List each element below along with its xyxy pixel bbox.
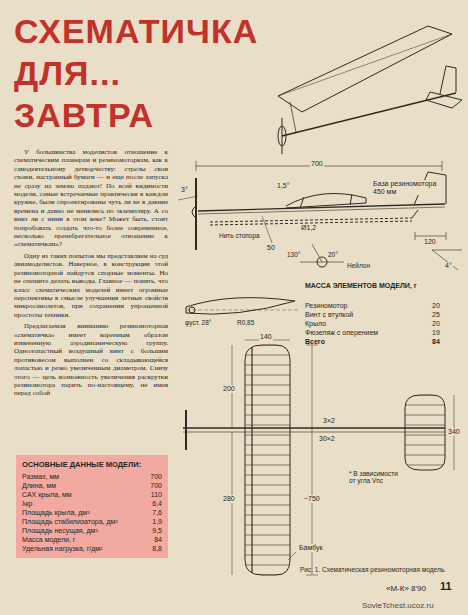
body: Предлагаемая вниманию резиномоторная «сх… xyxy=(14,322,168,398)
page-title: СХЕМАТИЧКА ДЛЯ... ЗАВТРА xyxy=(14,10,264,136)
table-value: 110 xyxy=(147,490,162,499)
table-cell: Длина, мм xyxy=(22,481,56,490)
dimension-label: * В зависимости от угла Vпс xyxy=(348,470,402,484)
mass-item: Крыло xyxy=(305,319,326,328)
dimension-label: 280 xyxy=(222,495,236,503)
mass-value: 25 xyxy=(432,310,440,319)
table-row: λкр 6,4 xyxy=(22,499,162,508)
body: У большинства моделистов отношение к схе… xyxy=(14,148,168,249)
table-value: 1,9 xyxy=(148,517,162,526)
table-row: Размах, мм 700 xyxy=(22,472,162,481)
dimension-label: Нейлон xyxy=(346,262,371,269)
dimension-label: 140 xyxy=(259,333,273,341)
table-cell: Площадь крыла, дм² xyxy=(22,508,90,517)
table-heading: МАССА ЭЛЕМЕНТОВ МОДЕЛИ, г xyxy=(305,282,445,289)
side-view xyxy=(178,161,462,270)
dimension-label: 700 xyxy=(310,160,324,168)
table-value: 700 xyxy=(146,481,162,490)
dimension-label: 50 xyxy=(266,244,276,252)
dimension-label: 340 xyxy=(447,428,461,436)
body: Одну из таких попыток мы представляем на… xyxy=(14,252,168,319)
page-number: 11 xyxy=(440,580,452,592)
table-row: Площадь крыла, дм² 7,6 xyxy=(22,508,162,517)
dimension-label: 1,5° xyxy=(276,182,291,190)
dimension-label: φуст. 28° xyxy=(184,319,212,326)
dimension-label: Нить стопора xyxy=(218,232,261,239)
propeller-blade xyxy=(186,298,300,315)
dimension-label: 3×2 xyxy=(322,417,336,425)
table-value: 700 xyxy=(146,472,162,481)
dimension-label: ~750 xyxy=(303,495,321,503)
top-view xyxy=(183,340,454,575)
table-row: Удельная нагрузка, г/дм² 8,8 xyxy=(22,544,162,553)
dimension-label: 4° xyxy=(444,262,453,270)
dimension-label: Бамбук xyxy=(298,544,324,552)
table-heading: ОСНОВНЫЕ ДАННЫЕ МОДЕЛИ: xyxy=(22,460,162,469)
dimension-label: Ø1,2 xyxy=(300,224,317,232)
table-row: Длина, мм 700 xyxy=(22,481,162,490)
dimension-label: 20° xyxy=(327,251,339,258)
table-value: 9,5 xyxy=(148,526,162,535)
table-row: Площадь несущая, дм² 9,5 xyxy=(22,526,162,535)
footer: «М-К» 8'90 xyxy=(386,584,426,593)
table-row: САХ крыла, мм 110 xyxy=(22,490,162,499)
watermark: SovieTchest.ucoz.ru xyxy=(362,601,434,610)
dimension-label: База резиномотора 450 мм xyxy=(372,180,438,195)
data-table-box: ОСНОВНЫЕ ДАННЫЕ МОДЕЛИ:Размах, мм700Длин… xyxy=(16,455,168,558)
dimension-label: 130° xyxy=(286,251,301,258)
table-cell: Площадь несущая, дм² xyxy=(22,526,98,535)
mass-value: 20 xyxy=(432,301,440,310)
dimension-label: 30×2 xyxy=(318,435,336,443)
table-row: Площадь стабилизатора, дм² 1,9 xyxy=(22,517,162,526)
table-value: 7,6 xyxy=(148,508,162,517)
table-cell: Удельная нагрузка, г/дм² xyxy=(22,544,102,553)
table-value: 6,4 xyxy=(148,499,162,508)
table-cell: λкр xyxy=(22,499,32,508)
mass-item: Винт с втулкой xyxy=(305,310,353,319)
mass-item: Фюзеляж с оперением xyxy=(305,328,378,337)
table-cell: Площадь стабилизатора, дм² xyxy=(22,517,118,526)
glider-sketch xyxy=(278,26,462,154)
table-row: Масса модели, г 84 xyxy=(22,535,162,544)
mass-item: Всего xyxy=(305,337,325,346)
dimension-label: 120 xyxy=(423,238,437,246)
table-cell: Масса модели, г xyxy=(22,535,75,544)
table-value: 8,8 xyxy=(148,544,162,553)
mass-value: 19 xyxy=(432,328,440,337)
dimension-label: 200 xyxy=(222,385,236,393)
dimension-label: R0,85 xyxy=(236,319,255,326)
mass-item: Резиномотор xyxy=(305,301,347,310)
mass-value: 84 xyxy=(432,337,440,346)
figure-caption: Рис. 1. Схематическая резиномоторная мод… xyxy=(300,566,450,573)
mass-value: 20 xyxy=(432,319,440,328)
table-cell: Размах, мм xyxy=(22,472,59,481)
dimension-label: 3° xyxy=(180,186,189,194)
table-cell: САХ крыла, мм xyxy=(22,490,72,499)
table-value: 84 xyxy=(150,535,162,544)
